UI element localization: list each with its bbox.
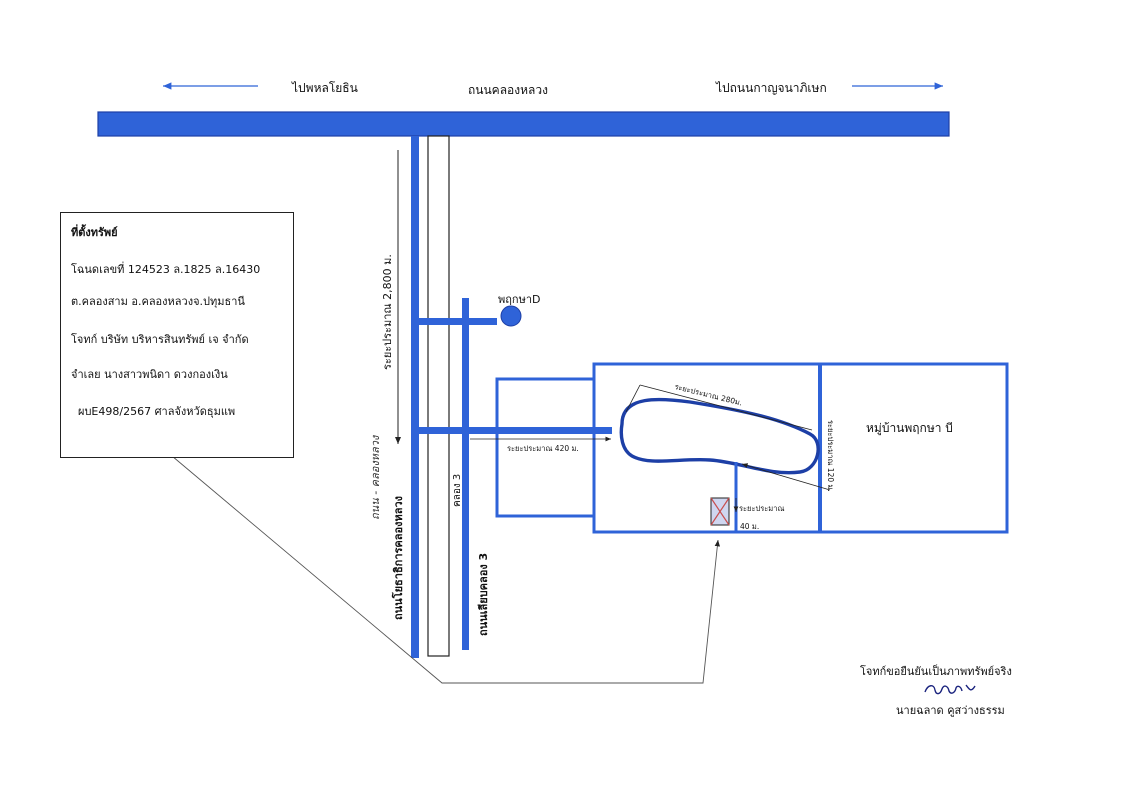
handwritten-road-label: ถนน - คลองหลวง	[369, 435, 382, 520]
info-location: ต.คลองสาม อ.คลองหลวงจ.ปทุมธานี	[71, 295, 245, 308]
dist-420-label: ระยะประมาณ 420 ม.	[507, 444, 579, 453]
dist-280-arrow	[625, 384, 641, 413]
dist-40-label-b: 40 ม.	[740, 522, 760, 531]
dist-120-arrow	[741, 463, 831, 491]
info-plaintiff: โจทก์ บริษัท บริหารสินทรัพย์ เจ จำกัด	[71, 333, 249, 346]
road-yotha-label: ถนนโยธาธิการคลองหลวง	[392, 495, 405, 620]
canal-klong3	[427, 135, 450, 657]
dist-120-label: ระยะประมาณ 120 ม.	[826, 420, 835, 492]
info-case: ผบE498/2567 ศาลจังหวัดธุมแพ	[78, 405, 236, 418]
village-label: หมู่บ้านพฤกษา บี	[866, 421, 953, 435]
handwritten-signature	[924, 684, 976, 695]
access-road	[419, 427, 612, 434]
pruksa-d-label: พฤกษาD	[498, 293, 541, 306]
distance-2800-label: ระยะประมาณ 2,800 ม.	[381, 254, 394, 370]
loop-road	[619, 397, 820, 475]
to-kanchanaphisek-label: ไปถนนกาญจนาภิเษก	[716, 81, 827, 95]
leader-line	[171, 455, 721, 684]
info-deed: โฉนดเลขที่ 124523 ล.1825 ล.16430	[71, 263, 261, 276]
project-boundary	[592, 362, 1009, 534]
confirm-statement: โจทก์ขอยืนยันเป็นภาพทรัพย์จริง	[860, 665, 1012, 678]
main-road	[97, 111, 950, 137]
road-yotha	[411, 136, 419, 658]
signer-name: นายฉลาด คูสว่างธรรม	[896, 704, 1005, 717]
info-defendant: จำเลย นางสาวพนิดา ดวงกองเงิน	[71, 368, 228, 381]
khlong-luang-road-label: ถนนคลองหลวง	[468, 83, 548, 97]
dist-40-label-a: ระยะประมาณ	[739, 504, 785, 513]
road-to-pruksa-d	[419, 318, 497, 325]
klong3-label: คลอง 3	[452, 473, 463, 507]
property-info-box: ที่ตั้งทรัพย์ โฉนดเลขที่ 124523 ล.1825 ล…	[60, 212, 294, 458]
road-liab-klong3	[462, 298, 469, 650]
road-liab-klong3-label: ถนนเลียบคลอง 3	[477, 552, 490, 636]
info-title: ที่ตั้งทรัพย์	[71, 226, 118, 239]
to-phahonyothin-label: ไปพหลโยธิน	[292, 81, 358, 95]
round-dot-icon	[500, 305, 522, 327]
